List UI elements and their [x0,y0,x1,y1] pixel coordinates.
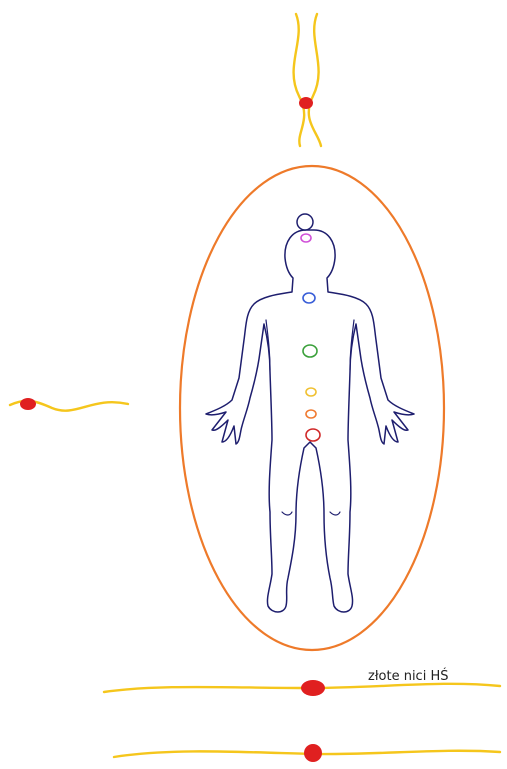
bottom-thread-group [104,680,500,762]
top-thread-group [294,14,321,146]
bottom-node-lower [304,744,322,762]
top-thread-left [294,14,305,146]
top-node [299,97,313,109]
bottom-node-upper [301,680,325,696]
left-thread-group [10,398,128,411]
head-topknot [297,214,313,230]
left-node [20,398,36,410]
top-thread-right [309,14,321,146]
human-figure [206,214,414,612]
body-outline [206,230,414,612]
golden-threads-label: złote nici HŚ [368,668,448,684]
